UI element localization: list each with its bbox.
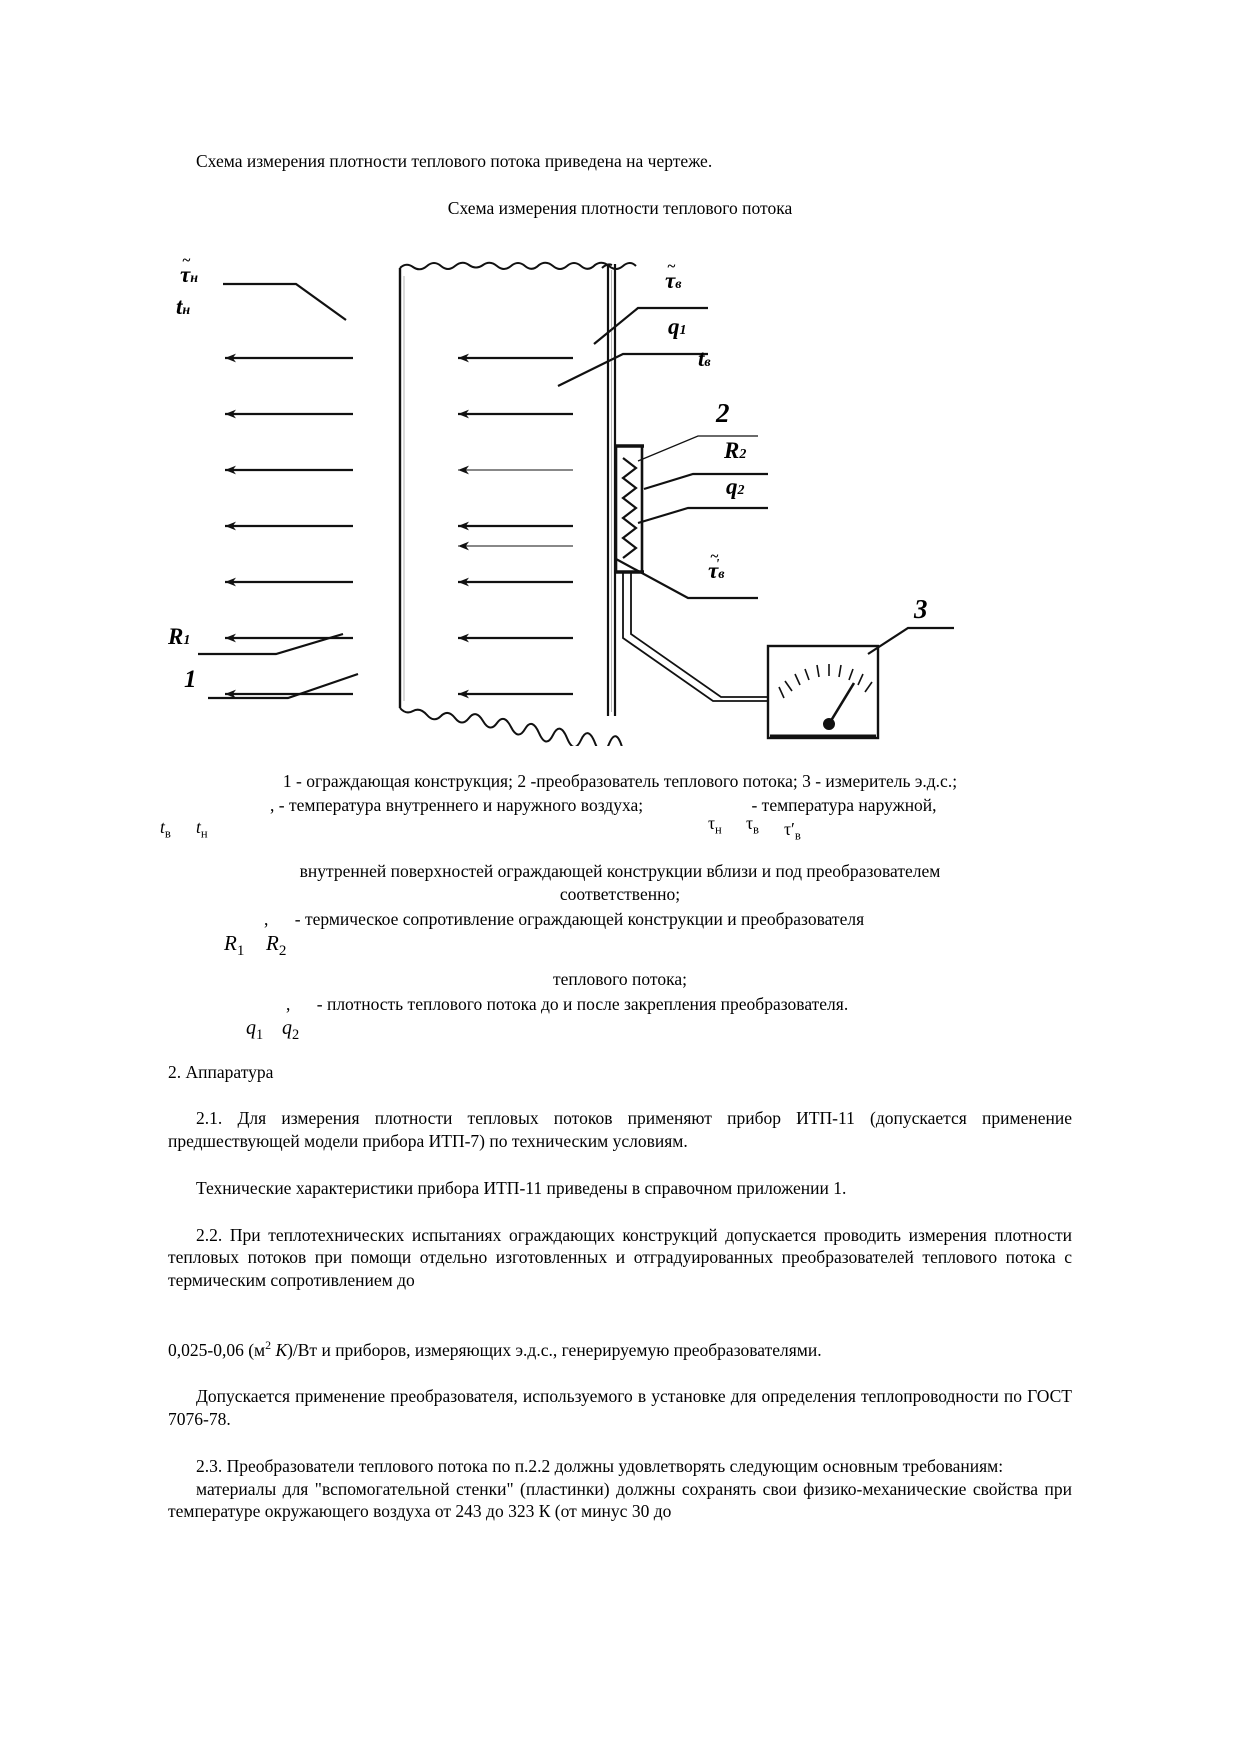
document-content: Схема измерения плотности теплового пото… (160, 150, 1072, 1523)
figure-label-item-1: 1 (184, 665, 197, 693)
figure-label-R2: R2 (724, 437, 747, 463)
caption-symbol-taun: τн (708, 813, 722, 837)
section-2-heading: 2. Аппаратура (168, 1061, 274, 1082)
figure-label-tau-n: ~ τн (180, 252, 198, 287)
paragraph-2-3: 2.3. Преобразователи теплового потока по… (196, 1455, 1004, 1476)
intro-paragraph: Схема измерения плотности теплового пото… (196, 151, 713, 171)
figure-label-t-n: tн (176, 293, 191, 319)
caption-symbol-R2: R2 (266, 930, 287, 959)
figure-label-q1: q1 (668, 313, 687, 339)
caption-symbol-R1: R1 (224, 930, 245, 959)
paragraph-units: 0,025-0,06 (м2 К)/Вт и приборов, измеряю… (168, 1337, 822, 1360)
caption-line-7: , - плотность теплового потока до и посл… (246, 993, 849, 1043)
caption-line-2: , - температура внутреннего и наружного … (160, 795, 937, 843)
caption-symbol-tn: tн (196, 817, 208, 841)
paragraph-2-1: 2.1. Для измерения плотности тепловых по… (168, 1108, 1072, 1151)
figure-label-q2: q2 (726, 473, 745, 499)
caption-symbol-tv: tв (160, 817, 171, 841)
caption-line-6: теплового потока; (553, 968, 687, 989)
paragraph-2-2: 2.2. При теплотехнических испытаниях огр… (168, 1224, 1072, 1291)
caption-line-3: внутренней поверхностей ограждающей конс… (299, 861, 941, 882)
paragraph-tech-specs: Технические характеристики прибора ИТП-1… (196, 1177, 847, 1198)
figure-heat-flux-diagram: ~ τн tн ~ τв q1 tв 2 R2 (168, 246, 1072, 746)
figure-label-item-3: 3 (914, 593, 928, 624)
figure-label-t-v: tв (698, 345, 711, 371)
caption-line-1: 1 - ограждающая конструкция; 2 -преобраз… (282, 770, 958, 791)
figure-label-tau-v-prime: ~ τв' (708, 548, 725, 583)
caption-symbol-q1: q1 (246, 1016, 264, 1043)
figure-label-item-2: 2 (716, 397, 730, 428)
caption-line-4: соответственно; (559, 884, 681, 904)
caption-line-5: , - термическое сопротивление ограждающе… (168, 908, 1072, 964)
figure-caption: 1 - ограждающая конструкция; 2 -преобраз… (160, 770, 1072, 1047)
figure-label-R1: R1 (168, 623, 191, 649)
figure-label-tau-v: ~ τв (665, 258, 682, 293)
caption-symbol-q2: q2 (282, 1016, 300, 1043)
figure-title: Схема измерения плотности теплового пото… (447, 197, 793, 218)
caption-symbol-tauv: τв (746, 813, 759, 837)
caption-symbol-tauv-prime: τ′в (784, 819, 801, 843)
paragraph-2-3-materials: материалы для "вспомогательной стенки" (… (168, 1478, 1072, 1522)
paragraph-gost: Допускается применение преобразователя, … (168, 1386, 1072, 1430)
